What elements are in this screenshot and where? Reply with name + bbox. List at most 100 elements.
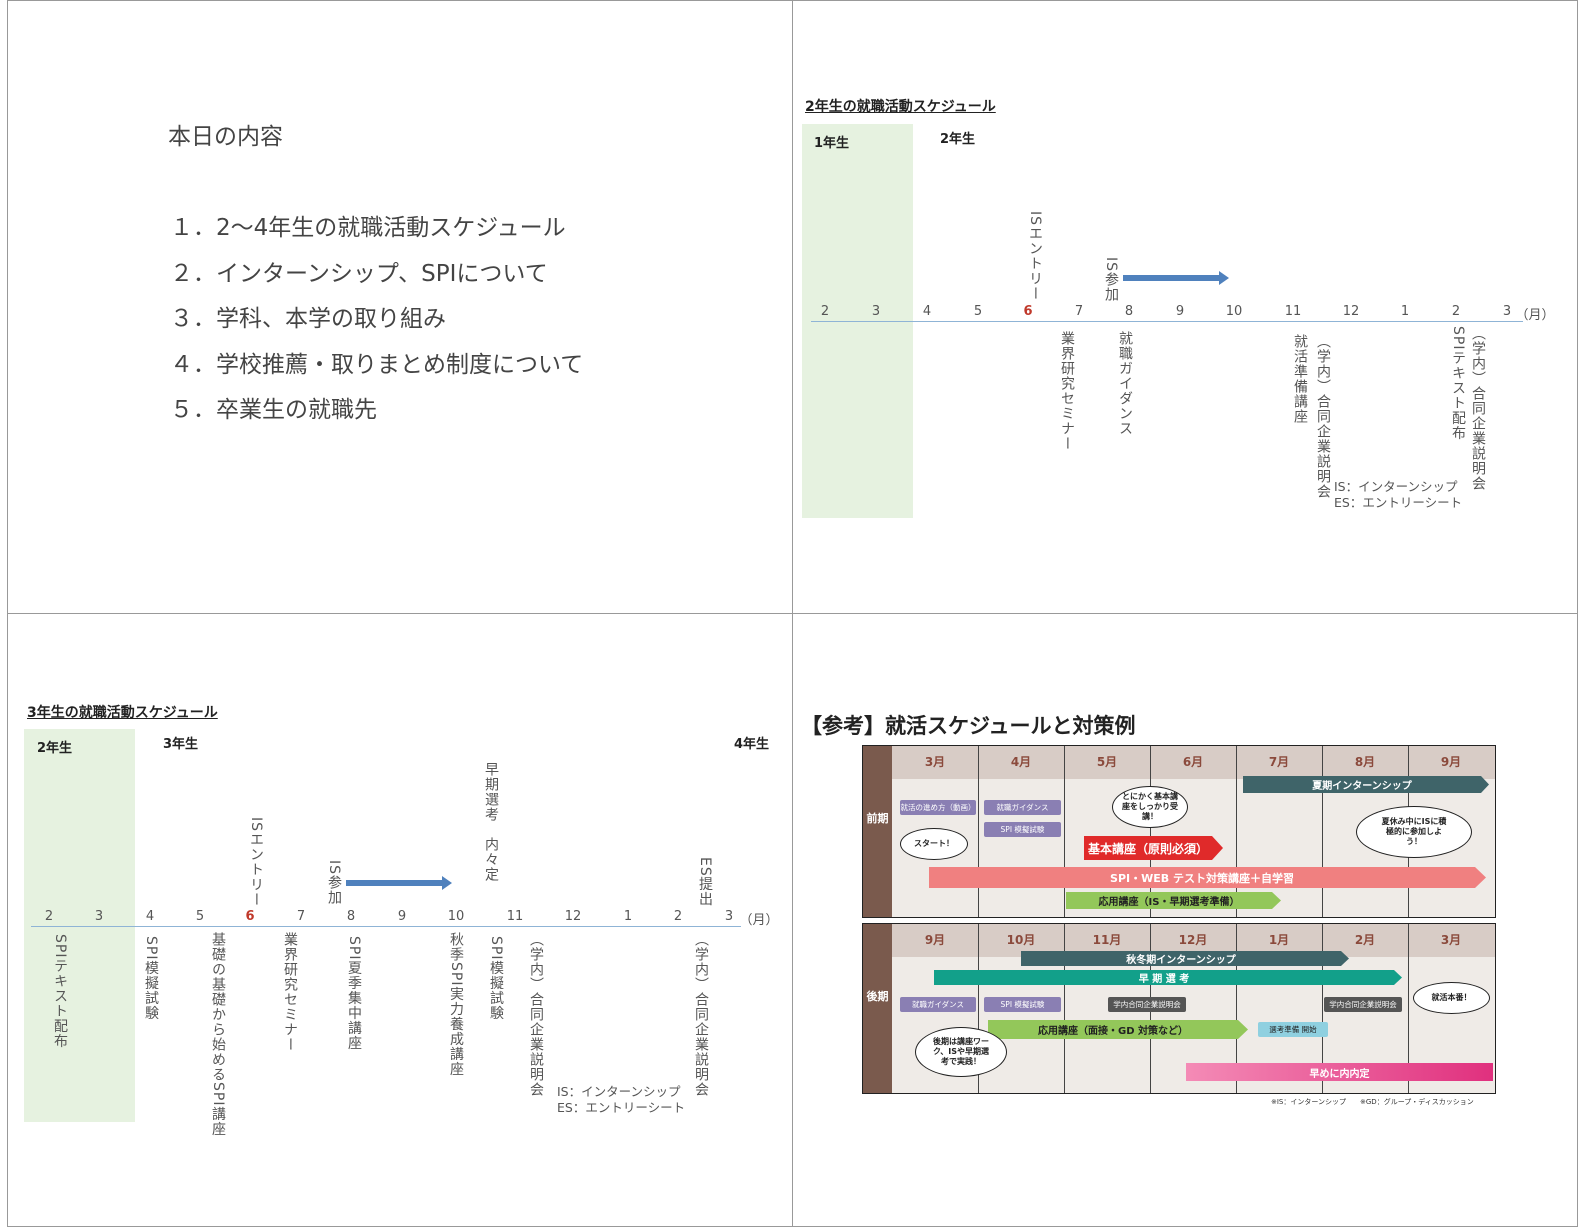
event-below: 業界研究セミナー xyxy=(282,932,298,1052)
timeline-axis xyxy=(811,321,1523,322)
event-below: SPIテキスト配布 xyxy=(52,934,68,1049)
month-header-label: 2月 xyxy=(1354,933,1376,947)
grid-line xyxy=(1322,746,1323,917)
grid-line xyxy=(978,746,979,917)
month-header-label: 11月 xyxy=(1092,933,1122,947)
tag-guidance: 就職ガイダンス xyxy=(984,800,1061,815)
month-tick: 8 xyxy=(1124,304,1134,319)
bubble-start: スタート！ xyxy=(900,828,968,860)
advanced-course-bar: 応用講座（面接・GD 対策など） xyxy=(988,1020,1238,1039)
prev-year-band xyxy=(24,729,135,1122)
agenda-item: １．2～4年生の就職活動スケジュール xyxy=(170,215,566,241)
year-label: 3年生 xyxy=(163,737,199,752)
bubble-second-half: 後期は講座ワーク、ISや早期選考で実践！ xyxy=(915,1027,1007,1077)
month-header-label: 12月 xyxy=(1178,933,1208,947)
agenda-item: ４．学校推薦・取りまとめ制度について xyxy=(170,351,584,378)
year-label: 4年生 xyxy=(734,737,770,752)
month-tick: 3 xyxy=(871,304,881,319)
basic-course-bar: 基本講座（原則必須） xyxy=(1084,836,1212,860)
arrow-head xyxy=(1272,892,1281,909)
month-unit: （月） xyxy=(739,913,779,928)
grid-line xyxy=(1150,746,1151,917)
year-label: 1年生 xyxy=(814,136,850,151)
arrow-head xyxy=(1212,836,1223,860)
event-below: 就職ガイダンス xyxy=(1117,331,1133,436)
period-label: 前期 xyxy=(866,812,889,825)
event-below: （学内）合同企業説明会 xyxy=(1470,326,1486,491)
month-header-label: 9月 xyxy=(1440,755,1462,769)
month-tick: 2 xyxy=(1451,304,1461,319)
tag-selection-prep: 選考準備 開始 xyxy=(1258,1022,1328,1037)
tag-video: 就活の進め方（動画） xyxy=(900,800,976,815)
month-tick: 12 xyxy=(564,909,582,924)
month-tick: 9 xyxy=(397,909,407,924)
bubble-honban: 就活本番！ xyxy=(1413,982,1490,1014)
month-header-label: 1月 xyxy=(1268,933,1290,947)
event-below: 業界研究セミナー xyxy=(1059,331,1075,451)
month-header-label: 5月 xyxy=(1096,755,1118,769)
month-header-label: 9月 xyxy=(924,933,946,947)
event-below: （学内）合同企業説明会 xyxy=(528,932,544,1097)
tag-spi-mock: SPI 模擬試験 xyxy=(984,822,1061,837)
month-tick: 4 xyxy=(145,909,155,924)
event-below: 就活準備講座 xyxy=(1292,334,1308,424)
spi-web-bar: SPI・WEB テスト対策講座＋自学習 xyxy=(929,867,1475,888)
agenda-list: １．2～4年生の就職活動スケジュール ２．インターンシップ、SPIについて ３．… xyxy=(170,206,583,434)
event-is-join: IS参加 xyxy=(326,860,342,906)
legend-notes: IS：インターンシップ ES：エントリーシート xyxy=(557,1084,686,1115)
month-tick: 4 xyxy=(922,304,932,319)
month-tick: 8 xyxy=(346,909,356,924)
autumn-internship-bar: 秋冬期インターンシップ xyxy=(1021,951,1341,966)
month-tick: 1 xyxy=(1400,304,1410,319)
month-tick: 6 xyxy=(245,909,255,924)
month-header-label: 3月 xyxy=(924,755,946,769)
event-below: 秋季SPI実力養成講座 xyxy=(448,932,464,1077)
month-tick: 3 xyxy=(1502,304,1512,319)
month-header-label: 6月 xyxy=(1182,755,1204,769)
grid-line xyxy=(1236,924,1237,1093)
month-tick: 3 xyxy=(724,909,734,924)
event-is-entry: ISエントリー xyxy=(1027,211,1043,302)
event-early-selection: 早期選考 内々定 xyxy=(483,762,499,882)
month-tick: 1 xyxy=(623,909,633,924)
event-es-submit: ES提出 xyxy=(697,857,713,907)
participation-arrow xyxy=(346,876,452,890)
month-tick: 2 xyxy=(44,909,54,924)
early-selection-bar: 早 期 選 考 xyxy=(934,970,1394,985)
agenda-item: ３．学科、本学の取り組み xyxy=(170,306,446,332)
legend-notes: IS：インターンシップ ES：エントリーシート xyxy=(1334,479,1463,510)
month-tick: 7 xyxy=(296,909,306,924)
month-tick: 2 xyxy=(820,304,830,319)
event-below: SPIテキスト配布 xyxy=(1450,326,1466,441)
arrow-head xyxy=(1481,776,1489,793)
event-is-join: IS参加 xyxy=(1103,257,1119,303)
bubble-summer: 夏休み中にISに積極的に参加しよう！ xyxy=(1356,806,1472,858)
tag-guidance: 就職ガイダンス xyxy=(900,997,976,1012)
arrow-head xyxy=(1394,970,1402,985)
participation-arrow xyxy=(1123,271,1229,285)
slide-title: 2年生の就職活動スケジュール xyxy=(805,99,996,115)
tag-job-fair: 学内合同企業説明会 xyxy=(1108,997,1186,1012)
arrow-head xyxy=(1238,1020,1248,1039)
event-below: SPI夏季集中講座 xyxy=(346,936,362,1051)
period-label-band xyxy=(863,924,892,1093)
timeline-axis xyxy=(31,926,741,927)
month-tick: 11 xyxy=(1284,304,1302,319)
event-below: （学内）合同企業説明会 xyxy=(693,932,709,1097)
grid-line xyxy=(1322,924,1323,1093)
grid-line xyxy=(1064,746,1065,917)
month-header-label: 3月 xyxy=(1440,933,1462,947)
summer-internship-bar: 夏期インターンシップ xyxy=(1243,776,1481,793)
event-below: SPI模擬試験 xyxy=(143,936,159,1021)
month-header-label: 10月 xyxy=(1006,933,1036,947)
event-below: 基礎の基礎から始めるSPI講座 xyxy=(210,932,226,1137)
event-below: （学内）合同企業説明会 xyxy=(1315,334,1331,499)
agenda-item: ５．卒業生の就職先 xyxy=(170,397,377,423)
advanced-course-bar: 応用講座（IS・早期選考準備） xyxy=(1066,892,1272,909)
month-tick: 9 xyxy=(1175,304,1185,319)
bubble-basic: とにかく基本講座をしっかり受講！ xyxy=(1112,786,1188,828)
